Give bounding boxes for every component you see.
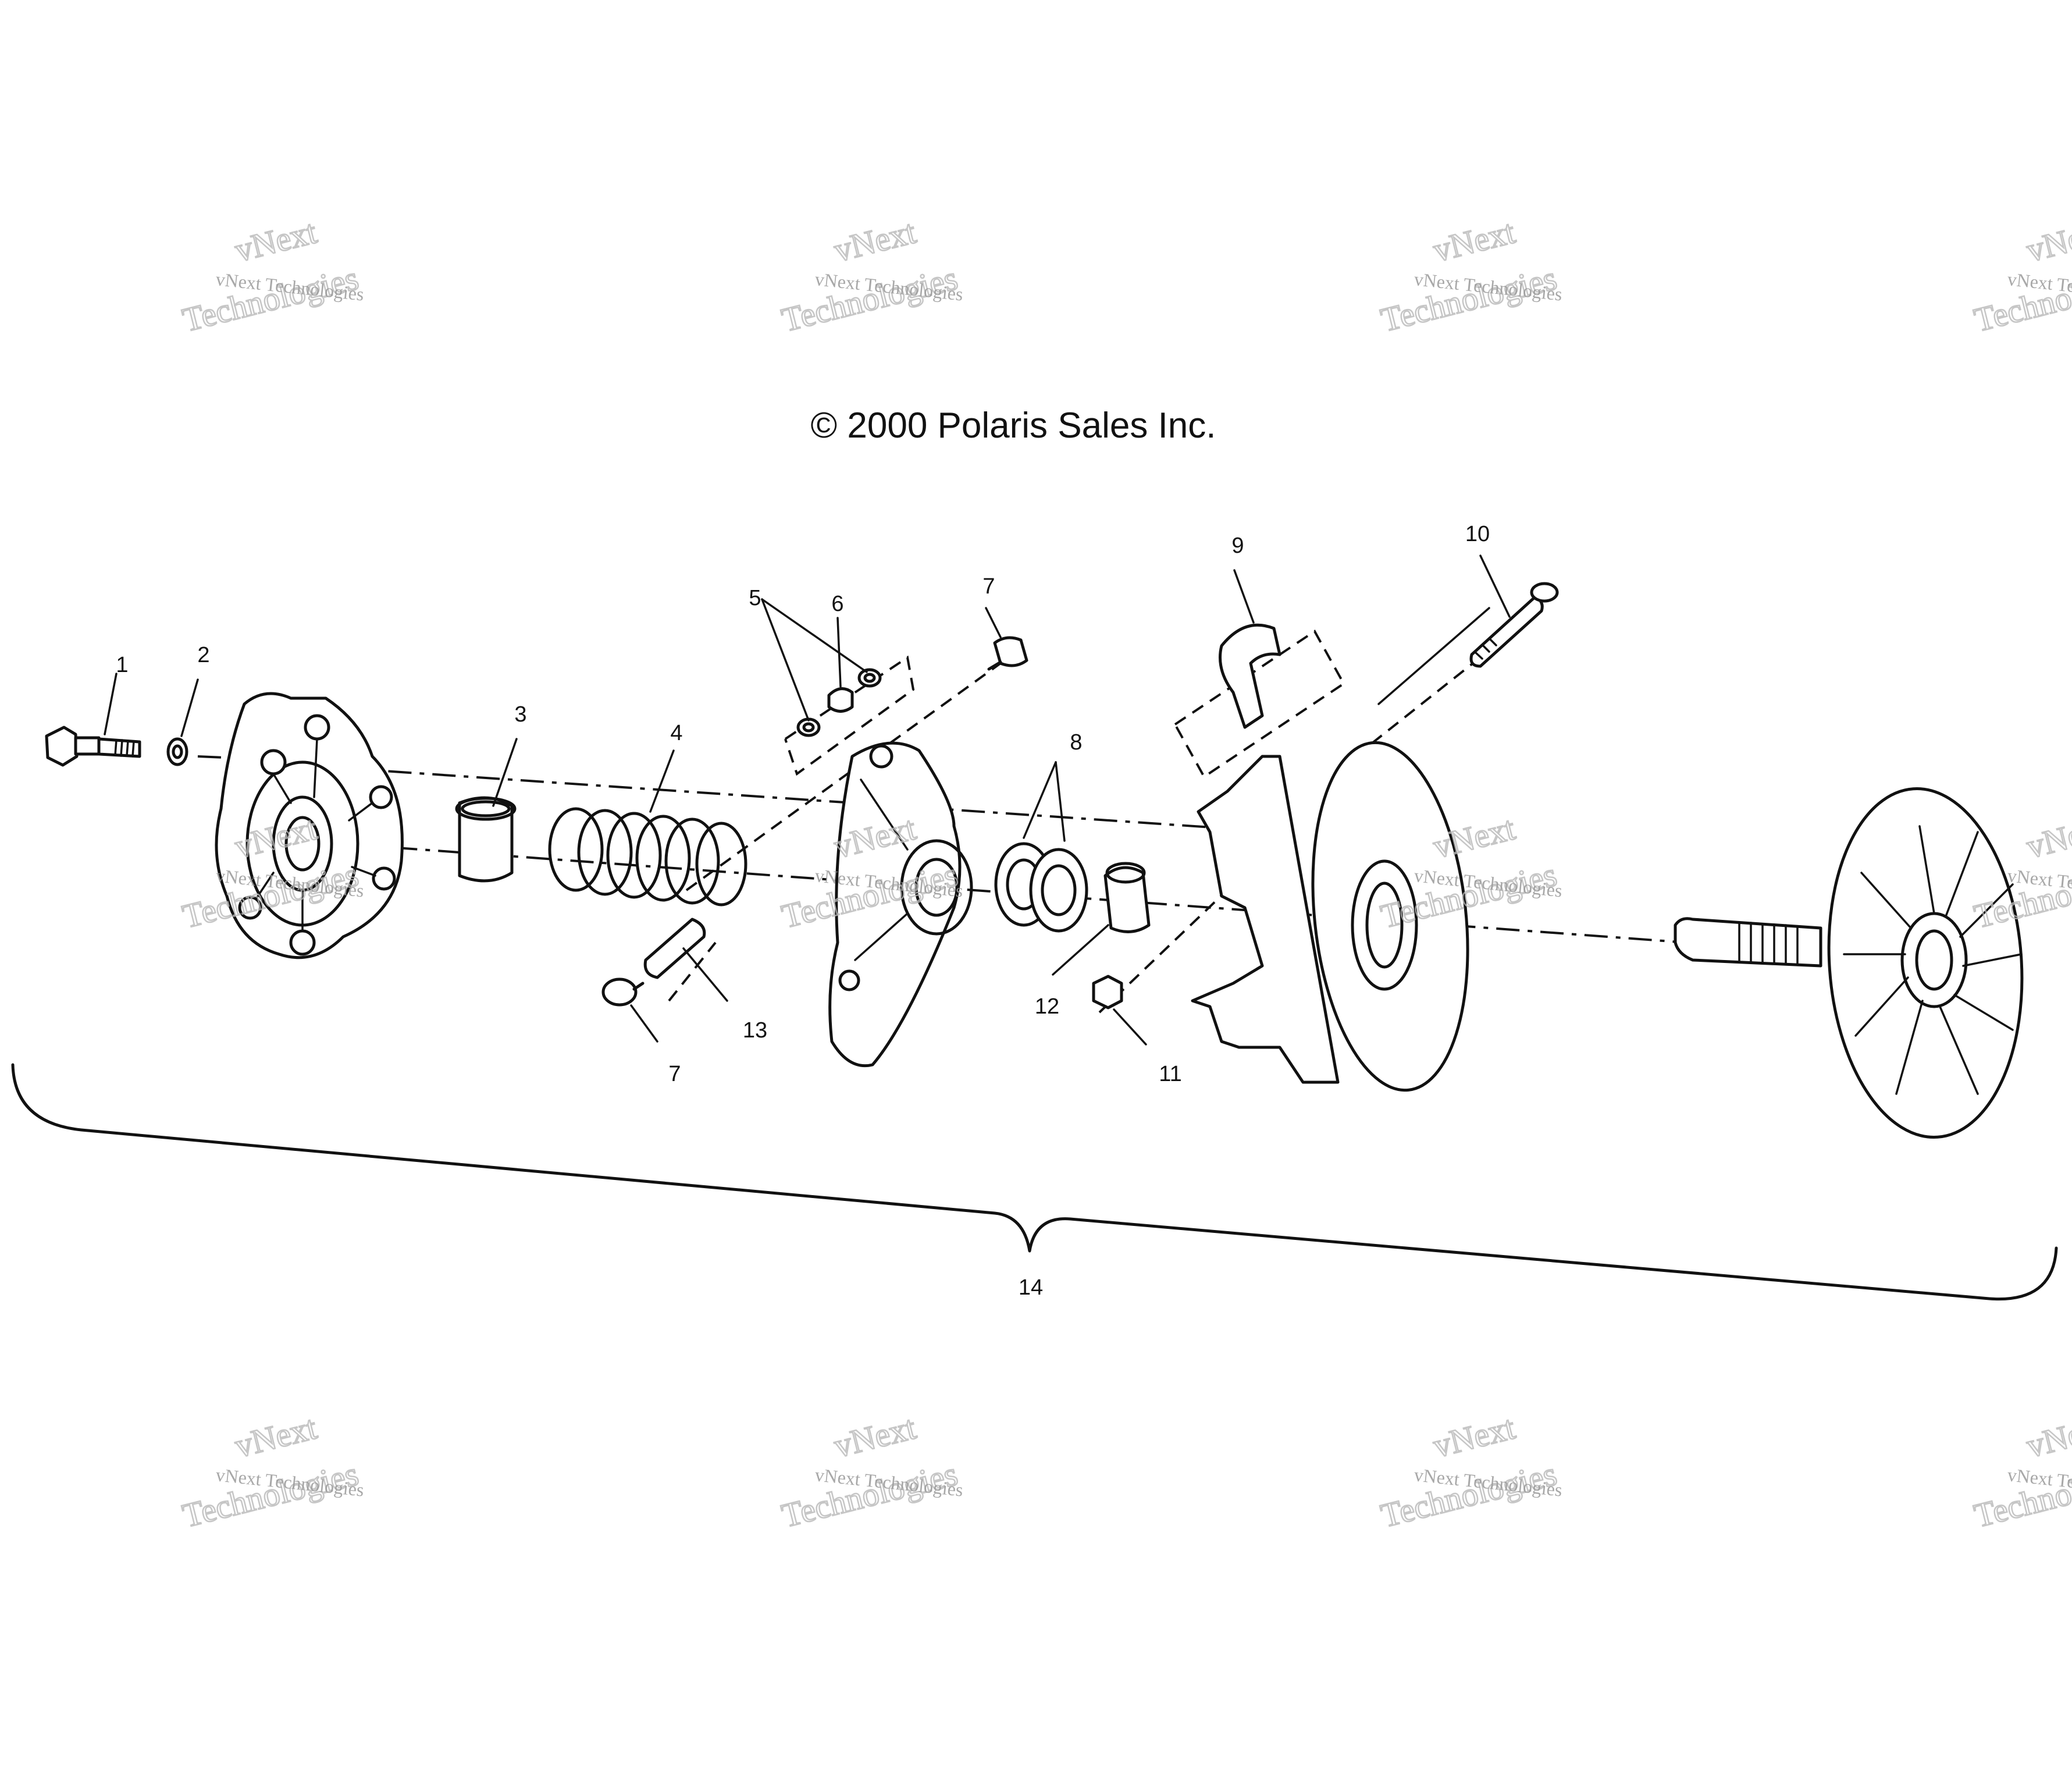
callout-12: 12 — [1035, 994, 1059, 1019]
part-fixed-sheave — [1674, 787, 2024, 1139]
copyright-text: © 2000 Polaris Sales Inc. — [810, 406, 1216, 446]
part-cover-plate — [215, 692, 404, 959]
callout-3: 3 — [514, 702, 526, 727]
callout-8: 8 — [1070, 730, 1082, 755]
callout-14: 14 — [1019, 1275, 1043, 1300]
watermark-big-line1: vNext — [1429, 212, 1518, 269]
callout-10: 10 — [1465, 522, 1490, 546]
callout-6: 6 — [831, 592, 843, 616]
part-bushings — [784, 655, 915, 776]
callout-11: 11 — [1159, 1062, 1181, 1086]
watermark-big-line1: vNext — [2023, 809, 2072, 865]
part-spider — [828, 741, 973, 1068]
callout-4: 4 — [670, 721, 682, 745]
watermark-big-line1: vNext — [1429, 1408, 1518, 1464]
part-rollers — [994, 842, 1088, 933]
callout-1: 1 — [116, 653, 128, 677]
part-sleeve — [455, 796, 517, 883]
part-bushing-12 — [1103, 862, 1151, 933]
callout-labels: 1 2 3 4 5 6 7 7 8 9 10 11 12 13 14 — [116, 522, 1490, 1300]
assembly-brace — [11, 1063, 2058, 1301]
callout-2: 2 — [197, 643, 209, 667]
part-bolt — [45, 726, 141, 767]
part-washer — [166, 737, 188, 766]
part-nut — [1092, 975, 1123, 1009]
callout-7-top: 7 — [982, 574, 995, 599]
part-pin — [1469, 582, 1559, 668]
watermark-big-line1: vNext — [830, 212, 919, 269]
part-button-top — [987, 636, 1028, 671]
part-moveable-sheave — [1191, 741, 1469, 1092]
callout-7-bottom: 7 — [668, 1062, 681, 1086]
watermark-big-line1: vNext — [830, 1408, 919, 1464]
callout-9: 9 — [1231, 534, 1244, 558]
part-roller-pin — [643, 918, 706, 979]
part-weight — [1174, 623, 1345, 779]
watermark-big-line1: vNext — [231, 1408, 320, 1464]
watermark-big-line1: vNext — [2023, 212, 2072, 269]
watermark-big-line1: vNext — [231, 212, 320, 269]
leader-lines — [104, 554, 1511, 1046]
watermark-big-line1: vNext — [2023, 1408, 2072, 1464]
part-spring — [548, 807, 747, 907]
callout-5: 5 — [749, 586, 761, 610]
part-button-bottom — [601, 977, 645, 1007]
callout-13: 13 — [743, 1018, 767, 1043]
